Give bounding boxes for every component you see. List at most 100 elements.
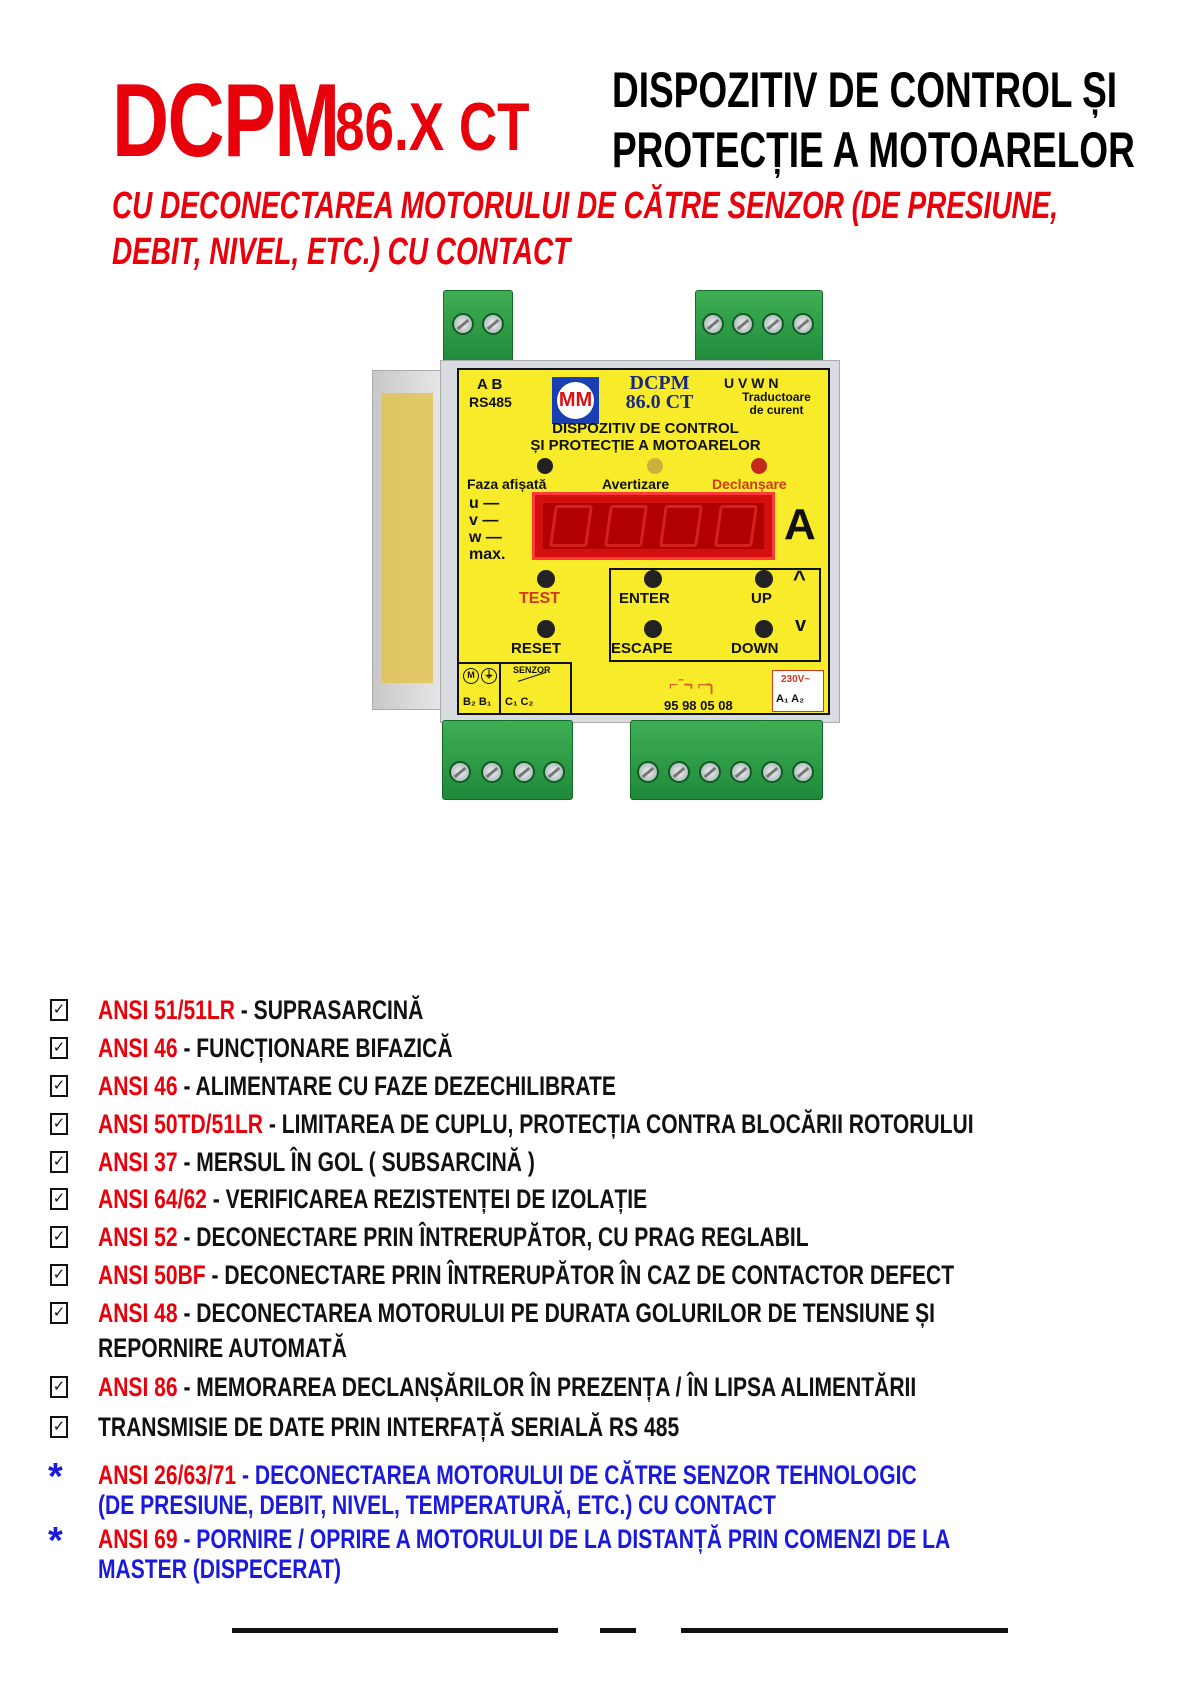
nav-buttons-box: [609, 568, 821, 662]
test-button[interactable]: [537, 570, 555, 588]
a-terminals: A₁ A₂: [776, 693, 804, 705]
arrow-up-icon: ^: [793, 566, 806, 591]
feature-text: ANSI 48 - DECONECTAREA MOTORULUI PE DURA…: [98, 1298, 935, 1329]
feature-desc: TRANSMISIE DE DATE PRIN INTERFAȚĂ SERIAL…: [98, 1412, 680, 1442]
led-warning-icon: [647, 458, 663, 474]
phase-w: w —: [469, 529, 502, 546]
checkbox-checked-icon: ✓: [50, 1416, 68, 1438]
title-line: PROTECȚIE A MOTOARELOR: [612, 122, 1135, 178]
feature-desc: - ALIMENTARE CU FAZE DEZECHILIBRATE: [177, 1071, 616, 1101]
escape-button[interactable]: [644, 620, 662, 638]
text-line: Traductoare: [742, 390, 811, 404]
feature-desc-continued: REPORNIRE AUTOMATĂ: [98, 1333, 347, 1363]
feature-desc: - LIMITAREA DE CUPLU, PROTECȚIA CONTRA B…: [263, 1109, 974, 1139]
feature-desc: - DECONECTAREA MOTORULUI PE DURATA GOLUR…: [177, 1298, 935, 1328]
model-sub: 86.X CT: [335, 89, 530, 165]
arrow-down-icon: v: [795, 614, 807, 636]
ansi-code: ANSI 50TD/51LR: [98, 1109, 264, 1139]
test-label: TEST: [519, 590, 560, 607]
checkbox-checked-icon: ✓: [50, 1113, 68, 1135]
ansi-code: ANSI 52: [98, 1222, 178, 1252]
supply-label: 230V~: [781, 674, 811, 685]
feature-desc: - VERIFICAREA REZISTENȚEI DE IZOLAȚIE: [206, 1184, 648, 1214]
divider-dash: [600, 1628, 636, 1633]
feature-text: ANSI 37 - MERSUL ÎN GOL ( SUBSARCINĂ ): [98, 1147, 535, 1178]
reset-button[interactable]: [537, 620, 555, 638]
input-terminals-box: [459, 662, 572, 715]
up-button[interactable]: [755, 570, 773, 588]
phase-max: max.: [469, 546, 506, 563]
title-line: DISPOZITIV DE CONTROL ȘI: [612, 62, 1118, 118]
feature-text: ANSI 46 - ALIMENTARE CU FAZE DEZECHILIBR…: [98, 1071, 616, 1102]
ansi-code: ANSI 26/63/71: [98, 1460, 237, 1490]
device-model-line: 86.0 CT: [625, 391, 694, 413]
phase-u: u —: [469, 495, 500, 512]
subtitle-line: CU DECONECTAREA MOTORULUI DE CĂTRE SENZO…: [112, 185, 1059, 227]
ansi-code: ANSI 46: [98, 1071, 178, 1101]
feature-text: TRANSMISIE DE DATE PRIN INTERFAȚĂ SERIAL…: [98, 1412, 679, 1443]
enter-button[interactable]: [644, 570, 662, 588]
ansi-code: ANSI 46: [98, 1033, 178, 1063]
unit-label: A: [784, 500, 816, 549]
feature-desc: - DECONECTARE PRIN ÎNTRERUPĂTOR ÎN CAZ D…: [205, 1260, 955, 1290]
down-label: DOWN: [731, 640, 779, 657]
text-line: ȘI PROTECȚIE A MOTOARELOR: [530, 437, 761, 454]
model-main: DCPM: [112, 63, 340, 179]
subtitle-line: DEBIT, NIVEL, ETC.) CU CONTACT: [112, 231, 571, 273]
asterisk-icon: *: [48, 1456, 63, 1498]
up-label: UP: [751, 590, 772, 607]
page-title: DISPOZITIV DE CONTROL ȘI PROTECȚIE A MOT…: [612, 60, 1200, 180]
sensor-label: SENZOR: [513, 665, 551, 675]
supply-box: 230V~ A₁ A₂: [772, 670, 824, 712]
terminal-block-bottom-left: [442, 720, 573, 800]
rs485-terminals: A B: [477, 376, 503, 393]
model-sub-wrap: 86.X CT: [335, 88, 584, 166]
c-terminals: C₁ C₂: [505, 696, 534, 708]
checkbox-checked-icon: ✓: [50, 1264, 68, 1286]
led-warning-label: Avertizare: [602, 476, 670, 492]
phase-v: v —: [469, 512, 499, 529]
checkbox-checked-icon: ✓: [50, 1376, 68, 1398]
asterisk-icon: *: [48, 1520, 63, 1562]
feature-desc: - PORNIRE / OPRIRE A MOTORULUI DE LA DIS…: [177, 1524, 951, 1554]
led-phase-label: Faza afișată: [467, 476, 547, 492]
ansi-code: ANSI 69: [98, 1524, 178, 1554]
ground-icon: ⏚: [481, 668, 497, 684]
ansi-code: ANSI 86: [98, 1372, 178, 1402]
led-display: [532, 492, 775, 560]
feature-text: ANSI 86 - MEMORAREA DECLANȘĂRILOR ÎN PRE…: [98, 1372, 916, 1403]
brand-logo: MM: [552, 377, 599, 424]
led-trip-icon: [751, 458, 767, 474]
model-name: DCPM: [112, 62, 410, 181]
feature-text: ANSI 51/51LR - SUPRASARCINĂ: [98, 995, 423, 1026]
down-button[interactable]: [755, 620, 773, 638]
ansi-code: ANSI 37: [98, 1147, 178, 1177]
b-terminals: B₂ B₁: [463, 696, 492, 708]
feature-text: ANSI 26/63/71 - DECONECTAREA MOTORULUI D…: [98, 1460, 917, 1491]
feature-text: ANSI 46 - FUNCȚIONARE BIFAZICĂ: [98, 1033, 453, 1064]
feature-desc: - FUNCȚIONARE BIFAZICĂ: [177, 1033, 453, 1063]
feature-text: ANSI 50BF - DECONECTARE PRIN ÎNTRERUPĂTO…: [98, 1260, 954, 1291]
motor-icon: M: [463, 668, 479, 684]
rs485-label: RS485: [469, 394, 512, 410]
divider-line: [681, 1628, 1008, 1633]
phase-labels: u —v —w —max.: [469, 495, 505, 563]
feature-text: ANSI 64/62 - VERIFICAREA REZISTENȚEI DE …: [98, 1184, 647, 1215]
led-trip-label: Declanșare: [712, 476, 787, 492]
subtitle: CU DECONECTAREA MOTORULUI DE CĂTRE SENZO…: [112, 183, 1200, 275]
device-side-panel: [372, 370, 442, 710]
checkbox-checked-icon: ✓: [50, 1151, 68, 1173]
led-phase-icon: [537, 458, 553, 474]
ansi-code: ANSI 64/62: [98, 1184, 207, 1214]
relay-terminals: 95 98 05 08: [664, 698, 733, 713]
enter-label: ENTER: [619, 590, 670, 607]
device-model-line: DCPM: [629, 372, 690, 394]
terminal-block-rs485: [443, 290, 513, 365]
checkbox-checked-icon: ✓: [50, 1075, 68, 1097]
logo-mark: MM: [557, 382, 594, 419]
